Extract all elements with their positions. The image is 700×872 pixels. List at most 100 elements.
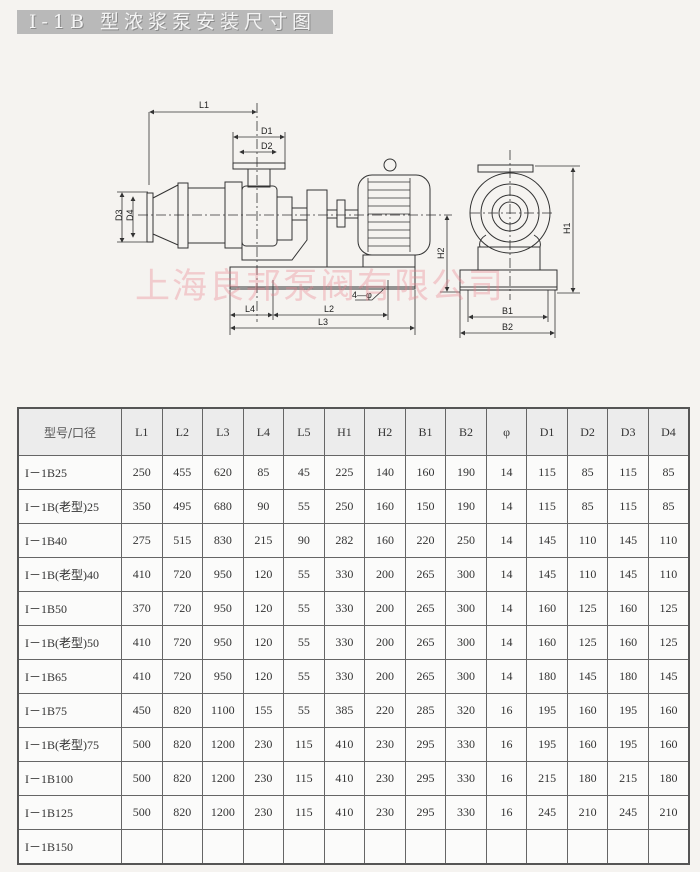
cell-value: 190 <box>445 455 487 490</box>
label-h1: H1 <box>562 222 572 234</box>
cell-value: 55 <box>283 625 325 660</box>
cell-value: 350 <box>121 489 163 524</box>
cell-value: 410 <box>121 557 163 592</box>
cell-value: 300 <box>445 659 487 694</box>
cell-value: 14 <box>485 625 528 660</box>
header-d2: D2 <box>566 407 609 456</box>
cell-value: 195 <box>607 727 649 762</box>
cell-value: 110 <box>647 557 690 592</box>
cell-value: 720 <box>161 625 204 660</box>
cell-value: 115 <box>607 489 649 524</box>
cell-value: 160 <box>566 693 609 728</box>
cell-value: 230 <box>364 795 406 830</box>
cell-value: 14 <box>485 591 528 626</box>
pump-side-view <box>146 162 359 267</box>
cell-model: I－1B75 <box>17 693 122 728</box>
company-watermark: 上海良邦泵阀有限公司 <box>135 267 506 307</box>
cell-value: 55 <box>283 591 325 626</box>
cell-value: 500 <box>121 727 163 762</box>
cell-value: 820 <box>161 761 204 796</box>
pump-end-view <box>459 164 558 291</box>
cell-value: 230 <box>364 727 406 762</box>
label-d4: D4 <box>125 209 135 221</box>
cell-value: 245 <box>526 795 568 830</box>
cell-value: 295 <box>404 761 447 796</box>
cell-value: 190 <box>445 489 487 524</box>
cell-value <box>485 829 528 865</box>
base-plate <box>229 266 416 290</box>
cell-value: 330 <box>323 591 366 626</box>
cell-value: 215 <box>526 761 568 796</box>
header-b1: B1 <box>404 407 447 456</box>
pump-installation-drawing: L1 D1 D2 D3 D4 H2 H1 L4 L2 L3 B1 B2 4—φ <box>114 100 580 338</box>
cell-model: I－1B25 <box>17 455 122 490</box>
table-row: I－1B150 <box>17 829 690 865</box>
cell-value: 85 <box>566 489 609 524</box>
cell-model: I－1B125 <box>17 795 122 830</box>
cell-value: 410 <box>121 659 163 694</box>
cell-value: 145 <box>526 523 568 558</box>
cell-value: 140 <box>364 455 406 490</box>
cell-value: 200 <box>364 625 406 660</box>
cell-value: 210 <box>566 795 609 830</box>
cell-value: 950 <box>202 591 244 626</box>
cell-value: 225 <box>323 455 366 490</box>
label-l1: L1 <box>199 100 209 110</box>
cell-value: 620 <box>202 455 244 490</box>
cell-value: 160 <box>607 625 649 660</box>
header-φ: φ <box>485 407 528 456</box>
cell-value: 45 <box>283 455 325 490</box>
cell-model: I－1B(老型)25 <box>17 489 122 524</box>
cell-value: 330 <box>445 761 487 796</box>
cell-value: 820 <box>161 795 204 830</box>
cell-value: 180 <box>647 761 690 796</box>
cell-value: 410 <box>323 727 366 762</box>
cell-model: I－1B50 <box>17 591 122 626</box>
cell-value: 16 <box>485 727 528 762</box>
cell-value: 85 <box>647 489 690 524</box>
header-d1: D1 <box>526 407 568 456</box>
cell-value: 720 <box>161 557 204 592</box>
cell-value: 1100 <box>202 693 244 728</box>
cell-value <box>404 829 447 865</box>
cell-value: 370 <box>121 591 163 626</box>
cell-value: 265 <box>404 625 447 660</box>
cell-value: 250 <box>323 489 366 524</box>
cell-value: 300 <box>445 557 487 592</box>
cell-value: 16 <box>485 761 528 796</box>
cell-value: 160 <box>364 489 406 524</box>
label-l3: L3 <box>318 317 328 327</box>
cell-value: 950 <box>202 659 244 694</box>
cell-value <box>566 829 609 865</box>
header-d3: D3 <box>607 407 649 456</box>
cell-value: 160 <box>607 591 649 626</box>
cell-value: 120 <box>242 591 285 626</box>
cell-value: 160 <box>566 727 609 762</box>
cell-value: 950 <box>202 625 244 660</box>
cell-value: 16 <box>485 795 528 830</box>
cell-value: 115 <box>283 761 325 796</box>
cell-value: 300 <box>445 591 487 626</box>
cell-value: 14 <box>485 557 528 592</box>
label-l4: L4 <box>245 304 255 314</box>
cell-value: 830 <box>202 523 244 558</box>
label-bolt-holes: 4—φ <box>352 290 372 300</box>
dimension-labels: L1 D1 D2 D3 D4 H2 H1 L4 L2 L3 B1 B2 4—φ <box>114 100 572 332</box>
cell-value: 180 <box>566 761 609 796</box>
cell-model: I－1B(老型)40 <box>17 557 122 592</box>
cell-model: I－1B100 <box>17 761 122 796</box>
cell-value: 125 <box>647 625 690 660</box>
cell-value: 330 <box>445 795 487 830</box>
cell-value: 120 <box>242 557 285 592</box>
cell-model: I－1B(老型)50 <box>17 625 122 660</box>
cell-value <box>647 829 690 865</box>
cell-value: 285 <box>404 693 447 728</box>
